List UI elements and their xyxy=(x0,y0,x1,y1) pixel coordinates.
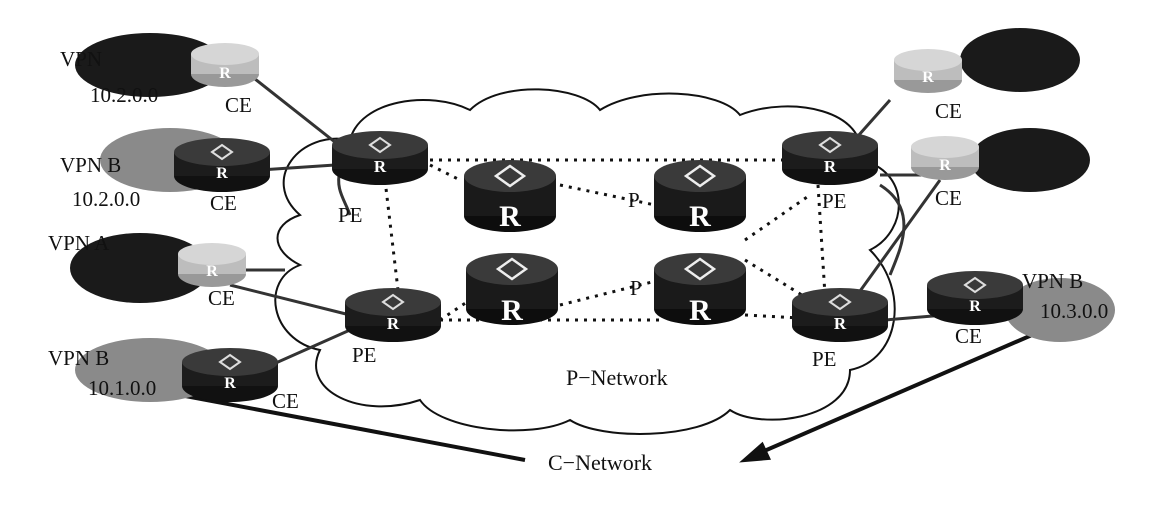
ce-label: CE xyxy=(210,191,237,215)
c-network-label: C−Network xyxy=(548,450,652,475)
ce-pe-links xyxy=(229,73,946,372)
p-router: R xyxy=(652,158,748,234)
svg-text:R: R xyxy=(224,375,236,392)
p-label: P xyxy=(628,188,640,212)
p-router: R xyxy=(464,251,560,327)
svg-text:R: R xyxy=(501,294,523,327)
svg-text:R: R xyxy=(824,157,837,176)
ce-router: R xyxy=(926,270,1024,326)
p-router: R xyxy=(462,158,558,234)
vpn-b-cloud xyxy=(1005,278,1115,342)
pe-label: PE xyxy=(812,347,837,371)
ce-router: R xyxy=(191,43,259,87)
pe-label: PE xyxy=(352,343,377,367)
svg-text:R: R xyxy=(499,200,521,233)
site-name: VPN B xyxy=(60,153,121,177)
site-name: VPN A xyxy=(48,231,110,255)
ce-label: CE xyxy=(935,186,962,210)
labels: VPN 10.2.0.0 CE VPN B 10.2.0.0 CE VPN A … xyxy=(48,47,1108,475)
ce-label: CE xyxy=(225,93,252,117)
vpn-a-cloud xyxy=(960,28,1080,92)
p-router: R xyxy=(652,251,748,327)
ce-label: CE xyxy=(208,286,235,310)
ce-label: CE xyxy=(955,324,982,348)
lsp-links xyxy=(383,158,827,322)
p-label: P xyxy=(630,276,642,300)
site-address: 10.1.0.0 xyxy=(88,376,156,400)
ce-router: R xyxy=(178,243,246,287)
site-name: VPN B xyxy=(1022,269,1083,293)
pe-router: R xyxy=(344,287,442,343)
svg-text:R: R xyxy=(834,314,847,333)
svg-text:R: R xyxy=(374,157,387,176)
vpn-a-cloud xyxy=(70,233,210,303)
ce-router: R xyxy=(173,137,271,193)
pe-router: R xyxy=(781,130,879,186)
vpn-a-cloud xyxy=(970,128,1090,192)
svg-text:R: R xyxy=(689,200,711,233)
svg-text:R: R xyxy=(939,157,951,174)
vpn-a-cloud xyxy=(75,33,225,97)
ce-router: R xyxy=(894,49,962,93)
svg-text:R: R xyxy=(206,263,218,280)
site-name: VPN xyxy=(60,47,102,71)
site-address: 10.2.0.0 xyxy=(90,83,158,107)
pe-router: R xyxy=(791,287,889,343)
svg-text:R: R xyxy=(689,294,711,327)
pe-router: R xyxy=(331,130,429,186)
svg-text:R: R xyxy=(922,69,934,86)
site-name: VPN B xyxy=(48,346,109,370)
site-address: 10.2.0.0 xyxy=(72,187,140,211)
svg-text:R: R xyxy=(969,298,981,315)
svg-text:R: R xyxy=(216,165,228,182)
svg-text:R: R xyxy=(219,65,231,82)
svg-text:R: R xyxy=(387,314,400,333)
ce-label: CE xyxy=(935,99,962,123)
p-network-label: P−Network xyxy=(566,365,668,390)
pe-label: PE xyxy=(338,203,363,227)
ce-label: CE xyxy=(272,389,299,413)
pe-label: PE xyxy=(822,189,847,213)
site-address: 10.3.0.0 xyxy=(1040,299,1108,323)
ce-router: R xyxy=(911,136,979,180)
ce-router: R xyxy=(181,347,279,403)
